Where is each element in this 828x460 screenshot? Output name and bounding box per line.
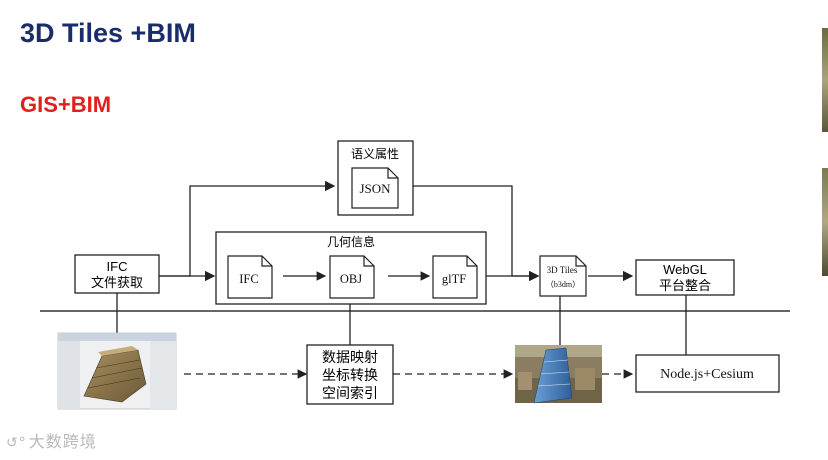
- section-subtitle: GIS+BIM: [20, 92, 112, 117]
- bim-software-thumbnail: [57, 332, 177, 410]
- obj-file-label: OBJ: [340, 272, 362, 286]
- webgl-box: [635, 259, 735, 296]
- processing-box: [306, 344, 394, 405]
- ifc-source-box: [74, 254, 160, 294]
- gltf-file-icon: [432, 255, 478, 299]
- processing-line2: 坐标转换: [322, 367, 378, 384]
- processing-line1: 数据映射: [322, 350, 378, 366]
- b3dm-file-icon: [539, 255, 587, 297]
- ifc-source-line1: IFC: [107, 259, 128, 274]
- tiles-render-thumbnail: [515, 345, 602, 404]
- obj-file-icon: [329, 255, 375, 299]
- json-file-label: JSON: [359, 181, 391, 196]
- watermark-logo-icon: ↺°: [6, 435, 27, 451]
- ifc-file-label: IFC: [239, 272, 258, 286]
- geometry-label: 几何信息: [327, 234, 375, 249]
- semantic-label: 语义属性: [351, 147, 399, 161]
- page-title: 3D Tiles +BIM: [20, 18, 196, 48]
- webgl-line2: 平台整合: [659, 279, 711, 294]
- tiles-line1: 3D Tiles: [547, 265, 578, 275]
- ifc-file-icon: [227, 255, 273, 299]
- watermark-text: 大数跨境: [28, 432, 97, 451]
- tiles-line2: （b3dm）: [546, 280, 580, 289]
- gltf-file-label: glTF: [442, 272, 466, 286]
- ifc-source-line2: 文件获取: [91, 276, 143, 291]
- server-label: Node.js+Cesium: [660, 367, 754, 382]
- server-box: [635, 354, 780, 393]
- webgl-line1: WebGL: [663, 262, 707, 277]
- side-thumbnail-top: [822, 28, 828, 132]
- processing-line3: 空间索引: [322, 385, 378, 402]
- watermark: ↺°大数跨境: [6, 428, 97, 452]
- json-file-icon: [351, 167, 399, 209]
- side-thumbnail-bottom: [822, 168, 828, 276]
